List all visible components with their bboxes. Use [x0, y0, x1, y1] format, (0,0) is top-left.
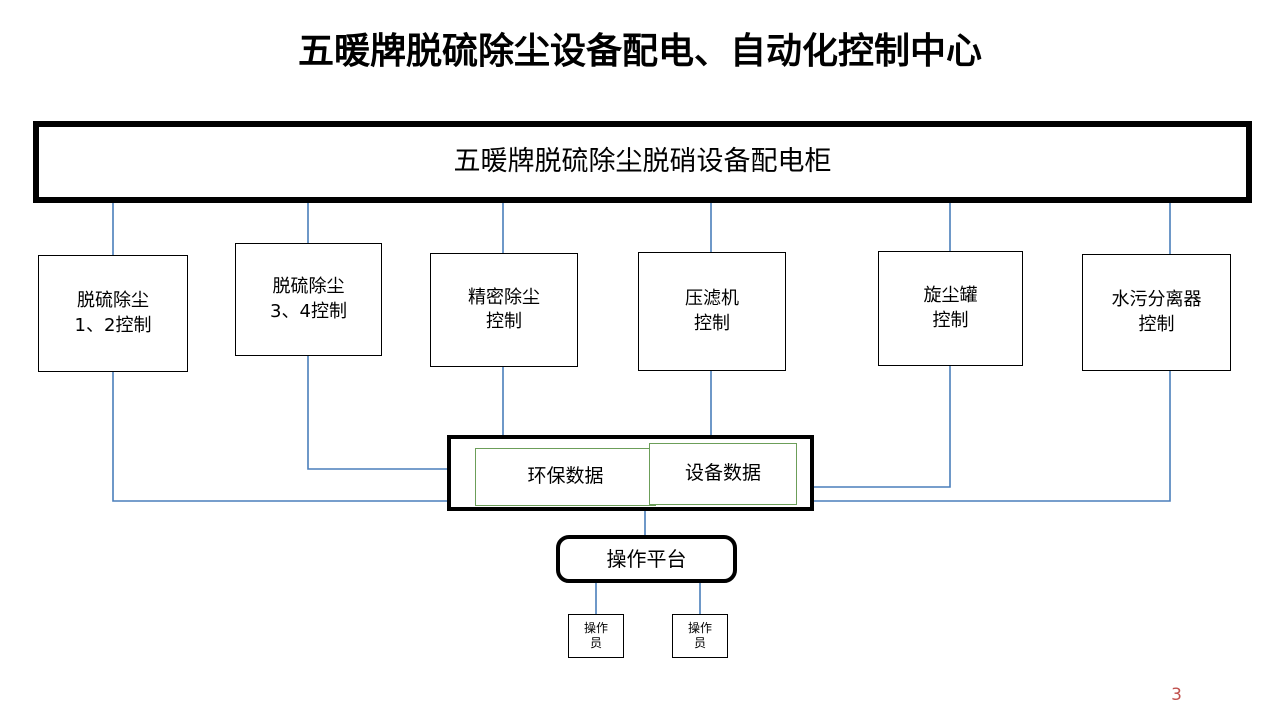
control-box-6-label: 水污分离器 控制 — [1111, 289, 1202, 335]
page-number: 3 — [1171, 685, 1182, 705]
control-box-4-label: 压滤机 控制 — [685, 288, 739, 334]
page-title: 五暖牌脱硫除尘设备配电、自动化控制中心 — [297, 31, 982, 72]
operator-box-2: 操作 员 — [672, 614, 728, 658]
control-box-5: 旋尘罐 控制 — [878, 251, 1023, 366]
main-cabinet-label: 五暖牌脱硫除尘脱硝设备配电柜 — [453, 145, 832, 177]
control-box-2: 脱硫除尘 3、4控制 — [235, 243, 382, 356]
control-box-1-label: 脱硫除尘 1、2控制 — [74, 290, 152, 336]
control-box-5-label: 旋尘罐 控制 — [923, 285, 978, 331]
operator-box-1: 操作 员 — [568, 614, 624, 658]
data-chip-environment-label: 环保数据 — [527, 465, 604, 488]
operation-platform-box: 操作平台 — [556, 535, 737, 583]
control-box-6: 水污分离器 控制 — [1082, 254, 1231, 371]
data-chip-equipment: 设备数据 — [649, 443, 797, 505]
data-chip-equipment-label: 设备数据 — [684, 462, 761, 485]
control-box-1: 脱硫除尘 1、2控制 — [38, 255, 188, 372]
main-cabinet-box: 五暖牌脱硫除尘脱硝设备配电柜 — [33, 121, 1252, 203]
control-box-3-label: 精密除尘 控制 — [468, 286, 540, 332]
data-group-box: 环保数据 设备数据 — [447, 435, 814, 511]
operation-platform-label: 操作平台 — [606, 546, 687, 571]
control-box-3: 精密除尘 控制 — [430, 253, 578, 367]
control-box-4: 压滤机 控制 — [638, 252, 786, 371]
data-chip-environment: 环保数据 — [475, 448, 656, 506]
control-box-2-label: 脱硫除尘 3、4控制 — [270, 276, 347, 322]
operator-box-1-label: 操作 员 — [583, 621, 608, 650]
operator-box-2-label: 操作 员 — [687, 621, 712, 650]
